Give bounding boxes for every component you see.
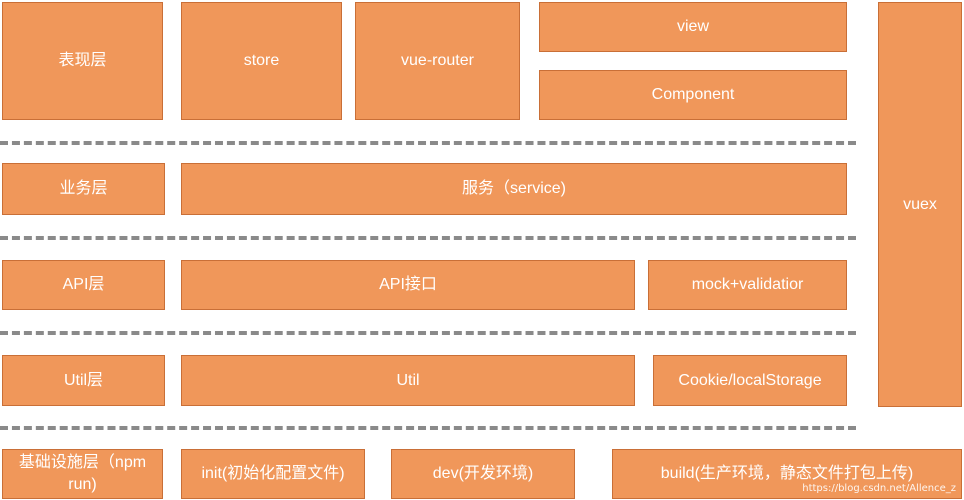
layer-infra-label: 基础设施层（npm run) [18, 454, 147, 493]
api-interface-box: API接口 [181, 260, 635, 310]
layer-presentation-label: 表现层 [58, 52, 107, 69]
service-label: 服务（service) [461, 180, 566, 197]
layer-api-label: API层 [62, 276, 105, 293]
layer-separator-2 [0, 236, 856, 240]
vuex-box: vuex [878, 2, 962, 407]
util-box: Util [181, 355, 635, 406]
storage-box: Cookie/localStorage [653, 355, 847, 406]
layer-separator-4 [0, 426, 856, 430]
storage-label: Cookie/localStorage [678, 371, 822, 389]
vue-router-label: vue-router [401, 52, 474, 69]
component-box: Component [539, 70, 847, 120]
view-box: view [539, 2, 847, 52]
init-label: init(初始化配置文件) [201, 465, 345, 482]
build-box: build(生产环境，静态文件打包上传) [612, 449, 962, 499]
dev-label: dev(开发环境) [432, 465, 534, 482]
layer-business-label: 业务层 [59, 180, 108, 197]
layer-util: Util层 [2, 355, 165, 406]
mock-validation-label: mock+validatior [691, 276, 804, 293]
store-box: store [181, 2, 342, 120]
service-box: 服务（service) [181, 163, 847, 215]
layer-separator-3 [0, 331, 856, 335]
layer-infra: 基础设施层（npm run) [2, 449, 163, 499]
dev-box: dev(开发环境) [391, 449, 575, 499]
layer-separator-1 [0, 141, 856, 145]
layer-business: 业务层 [2, 163, 165, 215]
mock-validation-box: mock+validatior [648, 260, 847, 310]
layer-util-label: Util层 [63, 371, 104, 389]
util-label: Util [396, 371, 420, 389]
layer-presentation: 表现层 [2, 2, 163, 120]
vuex-label: vuex [903, 195, 937, 213]
api-interface-label: API接口 [379, 276, 437, 293]
watermark: https://blog.csdn.net/Allence_z [802, 483, 956, 494]
build-label: build(生产环境，静态文件打包上传) [660, 465, 914, 482]
init-box: init(初始化配置文件) [181, 449, 365, 499]
vue-router-box: vue-router [355, 2, 520, 120]
component-label: Component [651, 86, 735, 103]
view-label: view [676, 18, 709, 35]
store-label: store [243, 52, 280, 69]
layer-api: API层 [2, 260, 165, 310]
